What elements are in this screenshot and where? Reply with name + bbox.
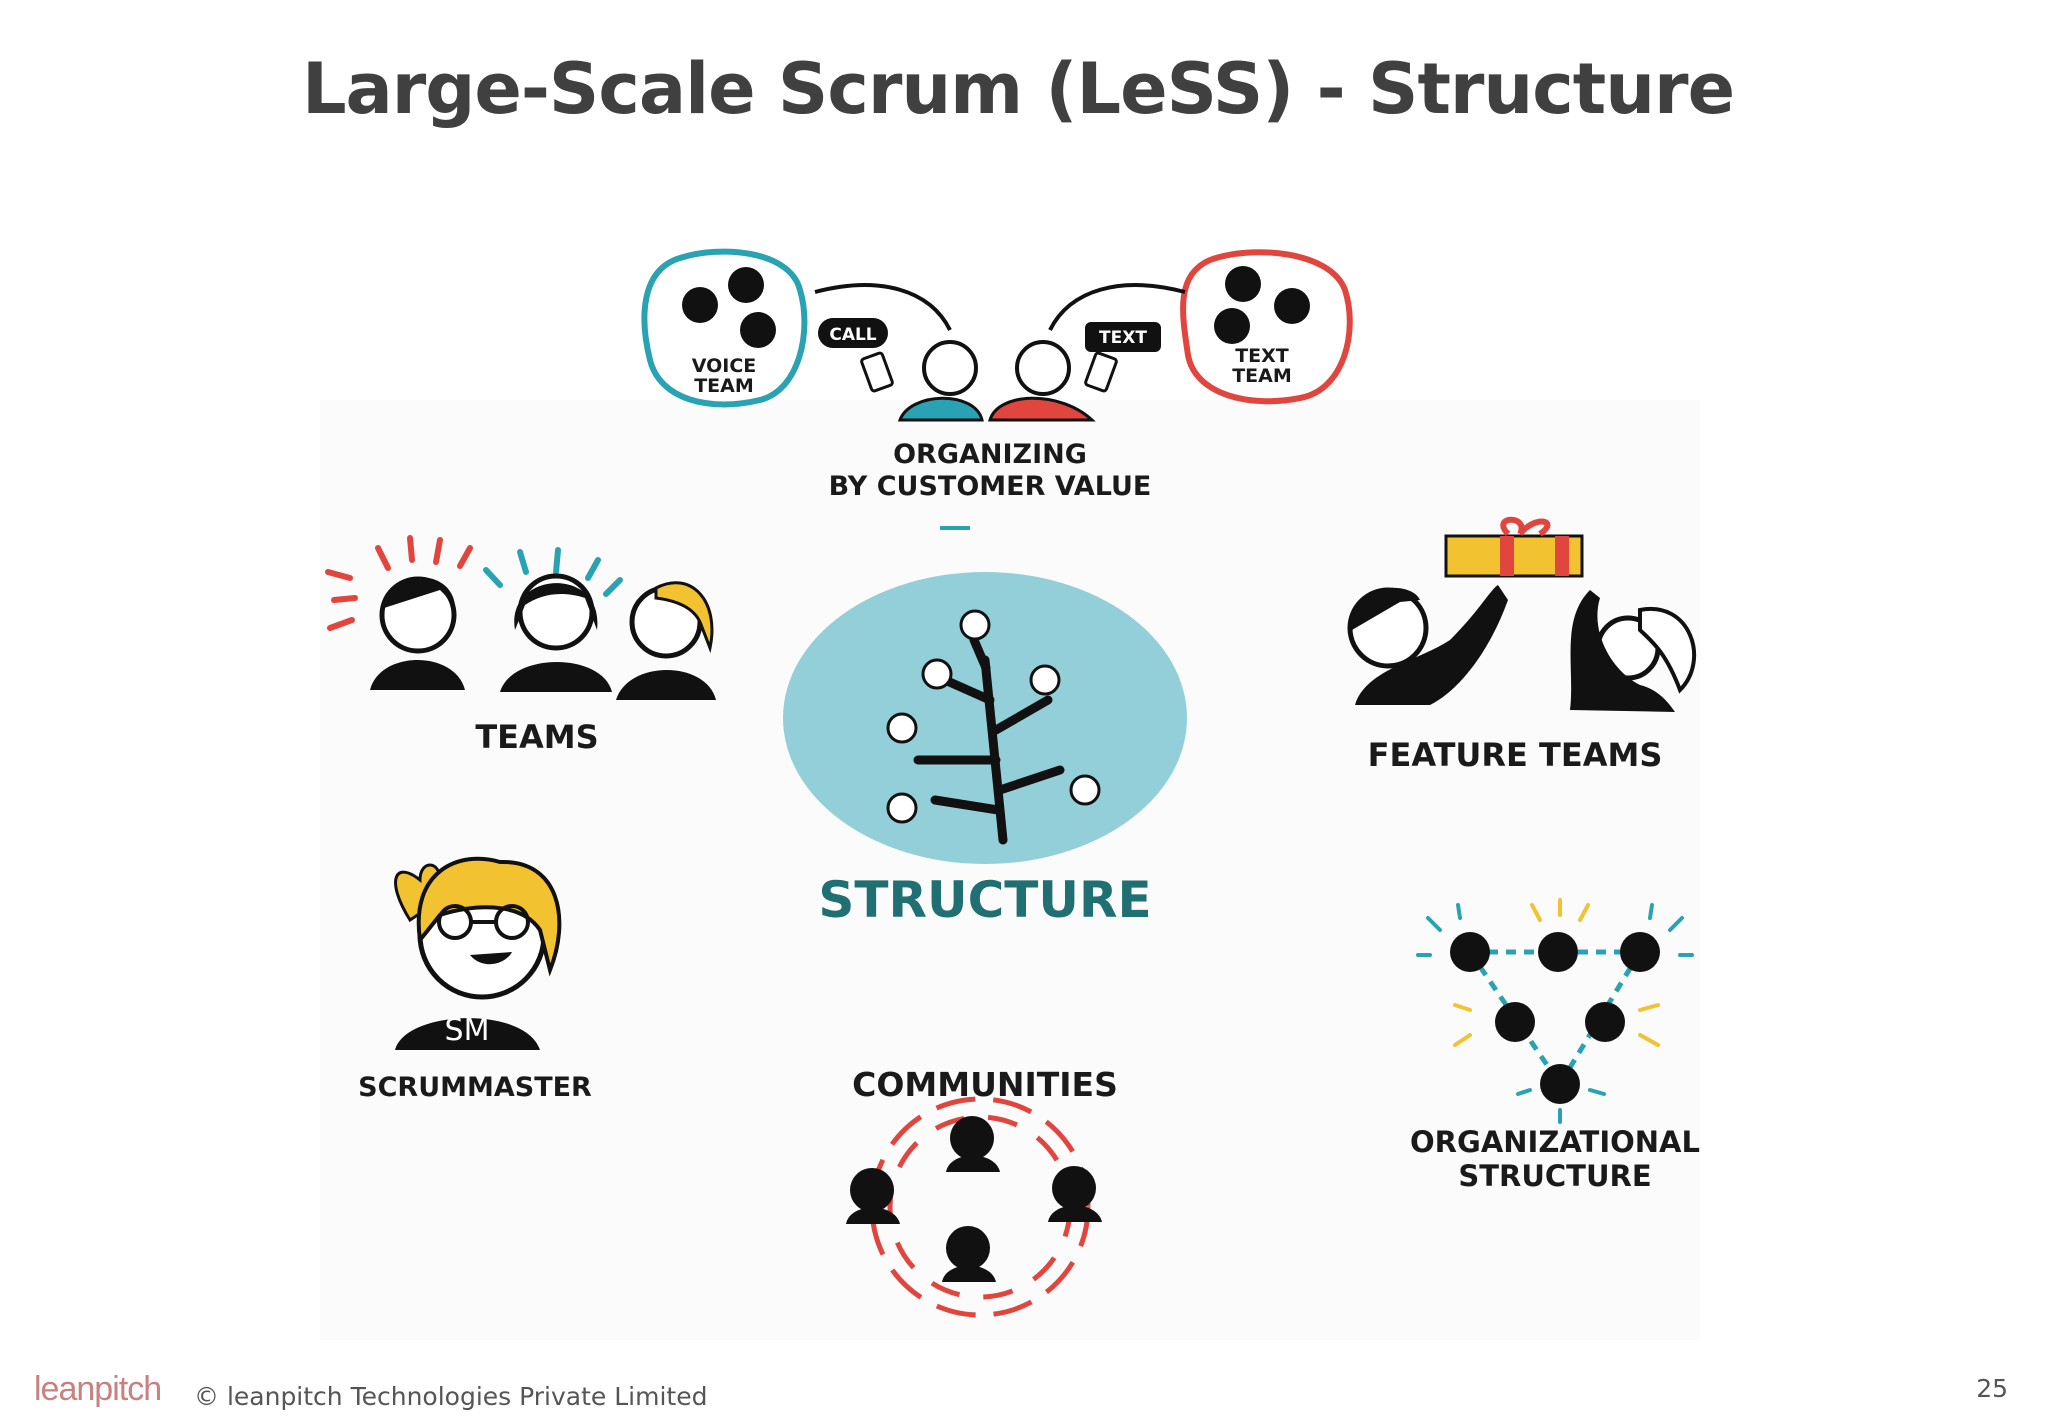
structure-group: STRUCTURE (783, 526, 1187, 929)
org-teal-rays-icon (1416, 903, 1694, 1124)
teams-red-emphasis-icon (325, 535, 473, 631)
structure-label: STRUCTURE (818, 871, 1151, 929)
text-bubble-text: TEXT (1099, 328, 1147, 348)
slide-title: Large-Scale Scrum (LeSS) - Structure (301, 48, 1735, 130)
feature-teams-label: FEATURE TEAMS (1368, 736, 1663, 774)
copyright-text: © leanpitch Technologies Private Limited (194, 1382, 708, 1411)
tree-icon (913, 635, 1065, 845)
text-team-outline (1180, 249, 1353, 405)
call-bubble-icon (818, 318, 888, 348)
org-yellow-rays-icon (1453, 898, 1660, 1047)
caller-person-icon (860, 340, 984, 422)
voice-team-heads-icon (682, 267, 776, 348)
feature-teams-people-icon (1347, 585, 1697, 712)
text-team-label-1: TEXT (1235, 345, 1289, 367)
scrummaster-body-icon (395, 1018, 540, 1050)
organizing-label-line-2: BY CUSTOMER VALUE (829, 471, 1152, 502)
org-nodes-icon (1450, 932, 1660, 1104)
teams-teal-emphasis-icon (483, 547, 623, 597)
sm-badge: SM (445, 1013, 490, 1048)
communities-label: COMMUNITIES (852, 1065, 1118, 1104)
texter-person-icon (988, 340, 1118, 422)
page-number: 25 (1976, 1374, 2008, 1403)
text-bubble-icon (1085, 322, 1161, 352)
gift-icon (1444, 516, 1584, 578)
teams-group: TEAMS (325, 535, 716, 756)
voice-team-label-2: TEAM (694, 375, 754, 397)
leanpitch-logo: leanpitch (34, 1370, 162, 1408)
voice-team-outline (641, 248, 808, 408)
communities-people-icon (846, 1116, 1102, 1282)
text-team-heads-icon (1214, 266, 1310, 344)
communities-group: COMMUNITIES (846, 1065, 1118, 1318)
teams-people-icon (370, 573, 716, 700)
scrummaster-label: SCRUMMASTER (358, 1072, 592, 1103)
feature-teams-group: FEATURE TEAMS (1347, 516, 1697, 774)
voice-arrow-icon (814, 283, 952, 331)
org-structure-label-line-1: ORGANIZATIONAL (1410, 1125, 1700, 1159)
structure-dash (940, 526, 970, 530)
organizing-by-customer-value-group: VOICE TEAM TEXT TEAM CALL TEXT (641, 248, 1353, 502)
text-arrow-icon (1048, 283, 1186, 331)
scrummaster-group: SM SCRUMMASTER (358, 856, 592, 1103)
scrummaster-hair-top-icon (416, 856, 562, 977)
organizing-label-line-1: ORGANIZING (893, 439, 1087, 470)
glasses-icon (437, 904, 530, 940)
voice-team-label-1: VOICE (692, 355, 757, 377)
call-bubble-text: CALL (829, 325, 876, 345)
teams-label: TEAMS (475, 718, 598, 756)
apples-icon (886, 609, 1101, 824)
organizational-structure-group: ORGANIZATIONAL STRUCTURE (1410, 898, 1700, 1193)
smile-icon (470, 952, 512, 965)
text-team-label-2: TEAM (1232, 365, 1292, 387)
org-structure-label-line-2: STRUCTURE (1458, 1159, 1651, 1193)
